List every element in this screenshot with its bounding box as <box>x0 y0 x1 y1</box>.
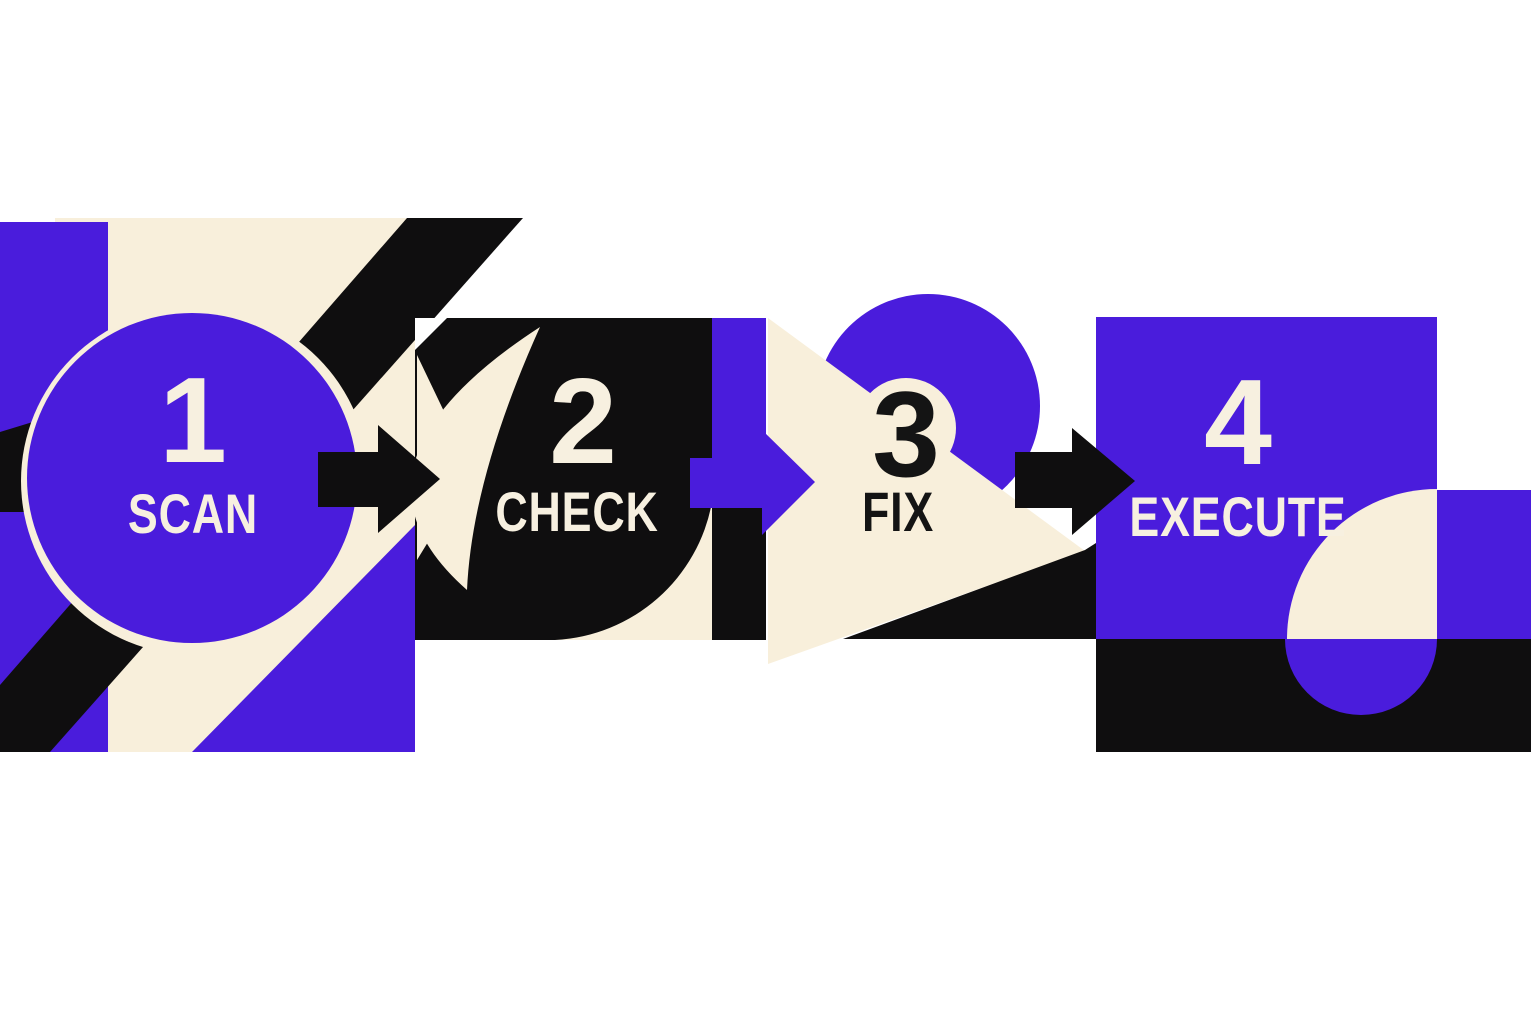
tile3-cream-bump <box>856 378 956 478</box>
tile4-purple-right-rect <box>1437 490 1531 639</box>
tile2-crescent-shape <box>410 327 540 590</box>
flow-arrows <box>318 425 1135 535</box>
tile4-purple-dome <box>1285 639 1437 715</box>
step-2-tile <box>410 318 766 640</box>
step-1-label: SCAN <box>127 482 259 545</box>
tile4-cream-quarter-disc <box>1287 489 1437 639</box>
step-4-label: EXECUTE <box>1129 485 1347 548</box>
arrow-right-icon-2 <box>690 430 815 535</box>
arrow-right-icon-1 <box>318 425 440 533</box>
step-2-number: 2 <box>549 353 617 489</box>
tile3-black-triangle <box>843 543 1096 639</box>
step-1-circle <box>27 313 357 643</box>
step-3-number: 3 <box>872 366 940 502</box>
step-2-label: CHECK <box>495 480 659 543</box>
tile2-black-column <box>712 508 766 640</box>
arrow-right-icon-3 <box>1015 428 1135 535</box>
step-3-label: FIX <box>861 480 935 543</box>
step-4-tile <box>1096 317 1531 752</box>
tile2-corner-notch <box>415 318 447 350</box>
tile2-purple-column <box>712 318 766 458</box>
step-1-number: 1 <box>159 352 227 488</box>
tile3-cream-triangle <box>768 318 1085 664</box>
tile2-cream-quarter-disc <box>555 502 712 640</box>
step-3-tile <box>768 294 1096 664</box>
tile1-purple-corner-triangle <box>192 525 415 752</box>
step-4-number: 4 <box>1204 354 1272 490</box>
step-1-tile <box>0 218 523 752</box>
